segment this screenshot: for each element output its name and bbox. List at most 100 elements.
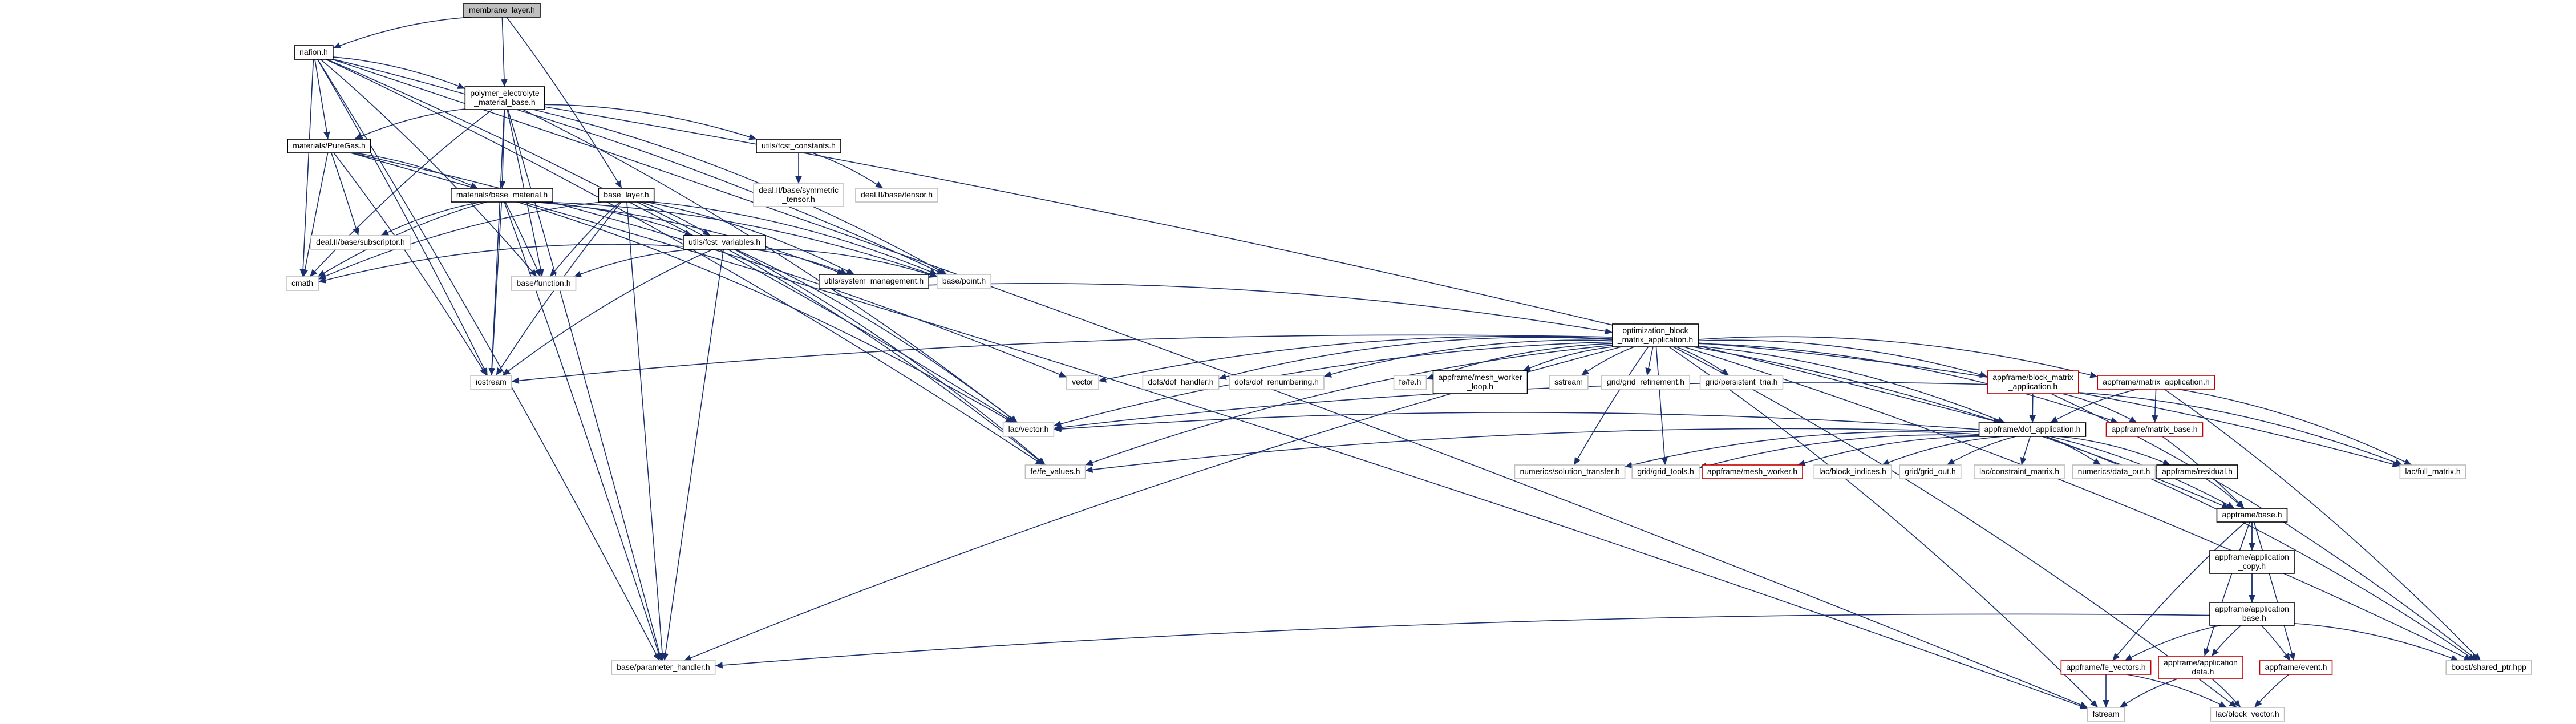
- node-box: [1066, 375, 1099, 390]
- node-box: [1024, 464, 1086, 479]
- edge-optimization-to-block-vector: [1672, 346, 2237, 708]
- edge-block-matrix-app-to-matrix-base: [2062, 393, 2137, 423]
- node-shared-ptr[interactable]: boost/shared_ptr.hpp: [2445, 660, 2532, 675]
- node-matrix-base[interactable]: appframe/matrix_base.h: [2105, 422, 2204, 437]
- node-box: [2216, 508, 2288, 523]
- edge-dof-application-to-grid-out: [1946, 436, 2016, 466]
- node-label: appframe/mesh_worker: [1438, 373, 1522, 382]
- edge-optimization-to-dof-application: [1698, 345, 2006, 423]
- node-solution-transfer[interactable]: numerics/solution_transfer.h: [1514, 464, 1626, 479]
- node-grid-tools[interactable]: grid/grid_tools.h: [1631, 464, 1700, 479]
- edge-nafion-to-iostream: [317, 59, 488, 376]
- node-block-indices[interactable]: lac/block_indices.h: [1813, 464, 1892, 479]
- node-persistent-tria[interactable]: grid/persistent_tria.h: [1699, 375, 1784, 390]
- node-constraint-matrix[interactable]: lac/constraint_matrix.h: [1974, 464, 2065, 479]
- node-lac-vector[interactable]: lac/vector.h: [1002, 422, 1055, 437]
- node-box: [464, 86, 545, 110]
- node-box: [1432, 370, 1528, 394]
- node-base-material[interactable]: materials/base_material.h: [451, 188, 553, 203]
- node-label: numerics/data_out.h: [2078, 467, 2150, 476]
- node-event[interactable]: appframe/event.h: [2259, 660, 2333, 675]
- node-grid-refinement[interactable]: grid/grid_refinement.h: [1601, 375, 1690, 390]
- edge-polymer-to-fcst-constants: [544, 104, 757, 140]
- node-box: [1142, 375, 1220, 390]
- node-box: [2399, 464, 2466, 479]
- node-box: [2060, 660, 2152, 675]
- node-grid-out[interactable]: grid/grid_out.h: [1899, 464, 1962, 479]
- edge-fcst-variables-to-lac-vector: [735, 249, 1018, 423]
- node-base-function[interactable]: base/function.h: [511, 276, 577, 291]
- node-box: [2105, 422, 2204, 437]
- node-polymer[interactable]: polymer_electrolyte_material_base.h: [464, 86, 545, 110]
- node-application-data[interactable]: appframe/application_data.h: [2158, 656, 2243, 679]
- node-iostream[interactable]: iostream: [470, 375, 512, 390]
- node-sstream[interactable]: sstream: [1549, 375, 1589, 390]
- node-label: base/function.h: [517, 278, 571, 288]
- node-box: [2097, 375, 2215, 390]
- edge-application-base-to-event: [2261, 625, 2291, 661]
- node-fcst-constants[interactable]: utils/fcst_constants.h: [756, 139, 841, 153]
- node-fe-fe[interactable]: fe/fe.h: [1393, 375, 1427, 390]
- edge-fcst-variables-to-cmath: [318, 244, 684, 284]
- node-fe-values[interactable]: fe/fe_values.h: [1024, 464, 1086, 479]
- node-appframe-base[interactable]: appframe/base.h: [2216, 508, 2288, 523]
- node-data-out[interactable]: numerics/data_out.h: [2072, 464, 2156, 479]
- node-base-point[interactable]: base/point.h: [937, 274, 991, 289]
- node-dof-handler[interactable]: dofs/dof_handler.h: [1142, 375, 1220, 390]
- node-fcst-variables[interactable]: utils/fcst_variables.h: [683, 235, 766, 250]
- node-matrix-app[interactable]: appframe/matrix_application.h: [2097, 375, 2215, 390]
- edge-dof-application-to-shared-ptr: [2045, 436, 2476, 661]
- node-label: base_layer.h: [604, 190, 649, 199]
- node-membrane-layer[interactable]: membrane_layer.h: [463, 3, 541, 18]
- edge-dof-application-to-grid-tools: [1699, 434, 1979, 470]
- node-box: [937, 274, 991, 289]
- node-box: [2209, 550, 2295, 574]
- node-dof-application[interactable]: appframe/dof_application.h: [1978, 422, 2087, 437]
- node-optimization[interactable]: optimization_block_matrix_application.h: [1612, 323, 1699, 347]
- node-block-vector[interactable]: lac/block_vector.h: [2210, 707, 2285, 722]
- edge-base-layer-to-fcst-variables: [640, 201, 711, 236]
- node-label: boost/shared_ptr.hpp: [2451, 662, 2526, 672]
- node-symm-tensor[interactable]: deal.II/base/symmetric_tensor.h: [753, 183, 844, 207]
- edge-optimization-to-mesh-worker-loop: [1522, 346, 1613, 371]
- node-box: [611, 660, 716, 675]
- edge-base-layer-to-cmath: [318, 201, 602, 280]
- node-residual[interactable]: appframe/residual.h: [2156, 464, 2238, 479]
- node-label: deal.II/base/tensor.h: [861, 190, 933, 199]
- edge-matrix-app-to-shared-ptr: [2164, 389, 2481, 661]
- node-pureGas[interactable]: materials/PureGas.h: [287, 139, 371, 153]
- node-label: _material_base.h: [473, 98, 535, 107]
- node-subscriptor[interactable]: deal.II/base/subscriptor.h: [310, 235, 411, 250]
- node-full-matrix[interactable]: lac/full_matrix.h: [2399, 464, 2466, 479]
- node-parameter-handler[interactable]: base/parameter_handler.h: [611, 660, 716, 675]
- edge-base-layer-to-system-management: [646, 201, 854, 275]
- node-application-base[interactable]: appframe/application_base.h: [2209, 602, 2295, 626]
- node-label: appframe/block_matrix: [1992, 373, 2073, 382]
- node-mesh-worker[interactable]: appframe/mesh_worker.h: [1702, 464, 1803, 479]
- node-tensor[interactable]: deal.II/base/tensor.h: [855, 188, 938, 203]
- edge-polymer-to-cmath: [309, 109, 493, 277]
- node-label: _data.h: [2187, 667, 2214, 676]
- node-label: vector: [1072, 377, 1093, 386]
- node-box: [1549, 375, 1589, 390]
- node-label: _application.h: [2008, 382, 2057, 391]
- node-base-layer[interactable]: base_layer.h: [598, 188, 655, 203]
- edge-matrix-app-to-matrix-base: [2152, 389, 2158, 423]
- node-nafion[interactable]: nafion.h: [294, 45, 334, 60]
- edge-dof-application-to-lac-vector: [1054, 412, 1979, 432]
- node-application-copy[interactable]: appframe/application_copy.h: [2209, 550, 2295, 574]
- node-label: lac/full_matrix.h: [2405, 467, 2460, 476]
- node-fstream[interactable]: fstream: [2087, 707, 2125, 722]
- edge-fcst-variables-to-base-function: [573, 249, 695, 277]
- edge-base-layer-to-base-function: [549, 201, 621, 277]
- node-vector[interactable]: vector: [1066, 375, 1099, 390]
- node-system-management[interactable]: utils/system_management.h: [819, 274, 929, 289]
- node-block-matrix-app[interactable]: appframe/block_matrix_application.h: [1987, 370, 2079, 394]
- node-box: [819, 274, 929, 289]
- edge-dof-application-to-mesh-worker: [1797, 436, 1987, 466]
- node-label: _matrix_application.h: [1617, 335, 1693, 344]
- node-dof-renumbering[interactable]: dofs/dof_renumbering.h: [1229, 375, 1325, 390]
- node-fe-vectors[interactable]: appframe/fe_vectors.h: [2060, 660, 2152, 675]
- node-cmath[interactable]: cmath: [286, 276, 319, 291]
- node-mesh-worker-loop[interactable]: appframe/mesh_worker_loop.h: [1432, 370, 1528, 394]
